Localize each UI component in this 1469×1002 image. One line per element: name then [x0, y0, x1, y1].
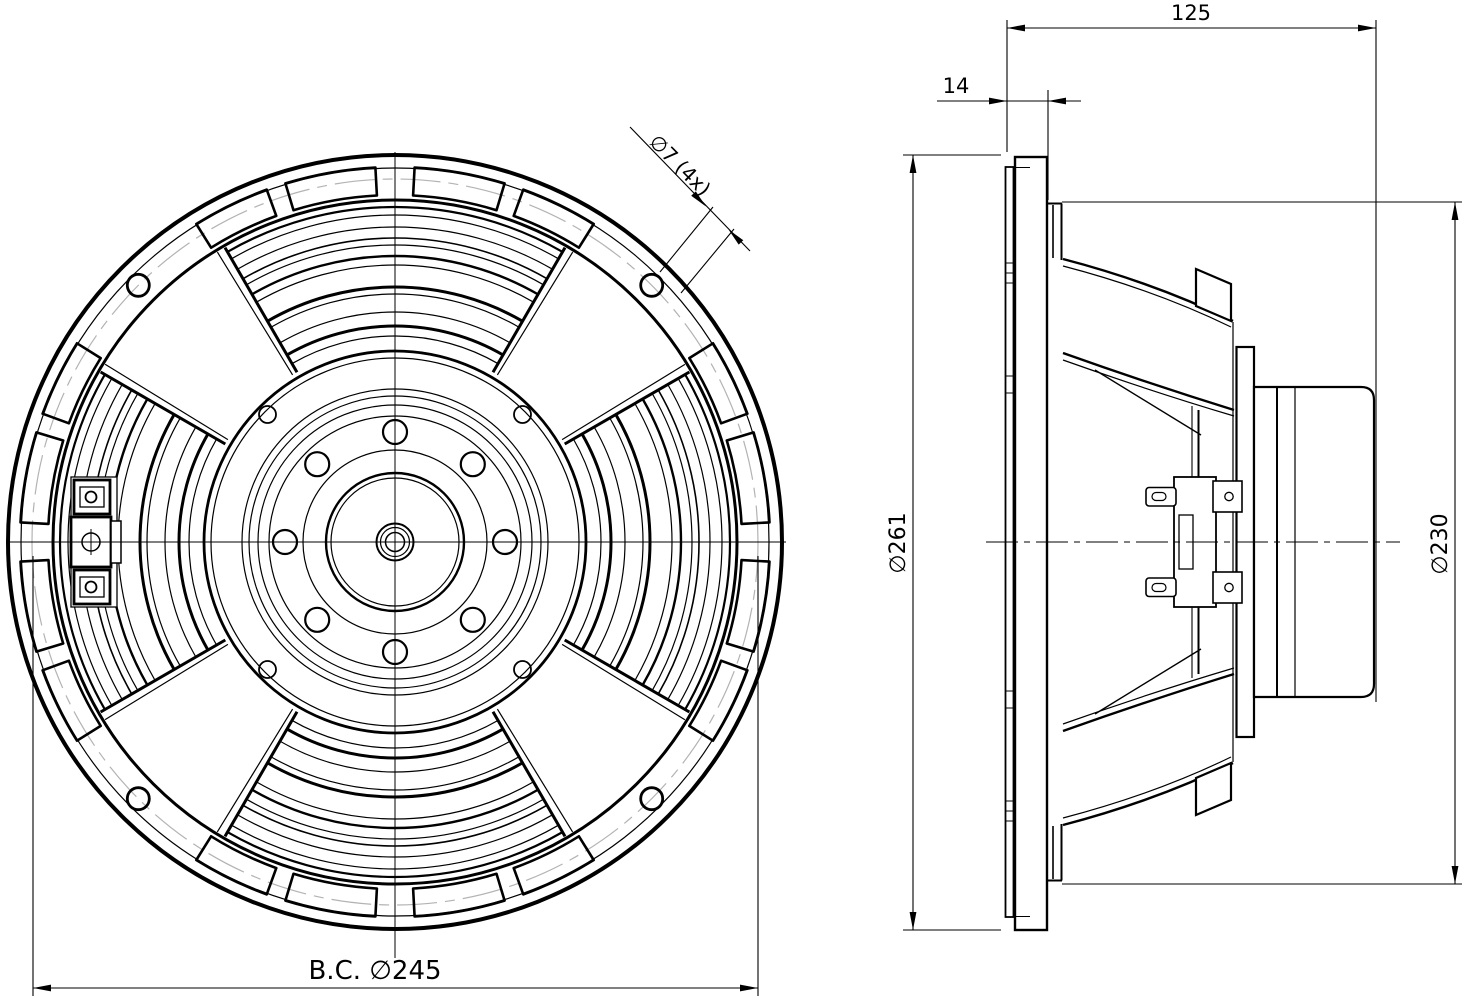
mounting-hole — [125, 786, 151, 812]
mounting-hole — [639, 786, 665, 812]
dim-arrow — [989, 97, 1007, 105]
flange-profile — [1013, 155, 1049, 932]
spade-lug — [1145, 486, 1177, 507]
mounting-holes — [125, 272, 665, 812]
gasket-slot — [195, 188, 278, 249]
hub-bolt-hole — [459, 606, 486, 633]
dim-arrow — [33, 984, 51, 992]
frame-hole — [513, 405, 532, 424]
terminal-tab — [1212, 480, 1243, 513]
hub-bolt-hole — [304, 451, 331, 478]
rim-lip — [1047, 202, 1063, 882]
dim-total-depth: 125 — [1006, 1, 1377, 702]
terminal-screw — [84, 490, 98, 504]
dim-arrow — [909, 155, 917, 173]
dim-cutout-diameter: ∅230 — [1062, 201, 1462, 885]
dim-arrow — [740, 984, 758, 992]
surround-profile — [1062, 351, 1235, 733]
gasket-slot — [411, 166, 506, 212]
gasket-slot-group — [195, 166, 595, 249]
gasket-slot — [512, 188, 595, 249]
terminal-tab — [1212, 571, 1243, 604]
dim-front-depth: 14 — [937, 74, 1081, 200]
dim-arrow — [1048, 97, 1066, 105]
spoke-leg — [1194, 761, 1233, 817]
dim-arrow — [1007, 24, 1025, 32]
hole-callout-label: ∅7 (4x) — [644, 130, 715, 201]
cutout-diameter-label: ∅230 — [1428, 513, 1453, 574]
gasket-joint-ticks — [1005, 262, 1014, 822]
mounting-hole — [125, 272, 151, 298]
spoke-leg — [1194, 267, 1233, 323]
dim-arrow — [691, 191, 706, 207]
dim-arrow — [728, 229, 744, 245]
outer-diameter-label: ∅261 — [886, 512, 911, 573]
spade-lug — [1145, 577, 1177, 598]
frame-holes — [258, 405, 532, 679]
hub-bolt-hole — [459, 451, 486, 478]
frame-hole — [513, 660, 532, 679]
mounting-hole — [639, 272, 665, 298]
dim-outer-diameter: ∅261 — [886, 154, 1001, 931]
hub-bolt-hole — [304, 606, 331, 633]
extension-line — [680, 228, 735, 294]
gasket-slot — [284, 166, 379, 212]
cone-profile — [1094, 369, 1202, 715]
terminal-screw — [84, 580, 98, 594]
total-depth-label: 125 — [1171, 1, 1211, 25]
dim-arrow — [1451, 202, 1459, 220]
dim-hole-callout: ∅7 (4x) — [629, 126, 751, 294]
frame-hole — [258, 660, 277, 679]
side-view — [986, 155, 1400, 932]
basket-silhouette — [1062, 257, 1234, 827]
front-depth-label: 14 — [943, 74, 970, 98]
dim-bolt-circle: B.C. ∅245 — [32, 556, 759, 996]
basket-spoke-edges — [491, 246, 691, 446]
dim-arrow — [1451, 866, 1459, 884]
dim-arrow — [909, 912, 917, 930]
bolt-circle-label: B.C. ∅245 — [308, 956, 441, 986]
front-view — [6, 152, 786, 958]
extension-line — [659, 206, 714, 273]
dim-arrow — [1358, 24, 1376, 32]
frame-hole — [258, 405, 277, 424]
